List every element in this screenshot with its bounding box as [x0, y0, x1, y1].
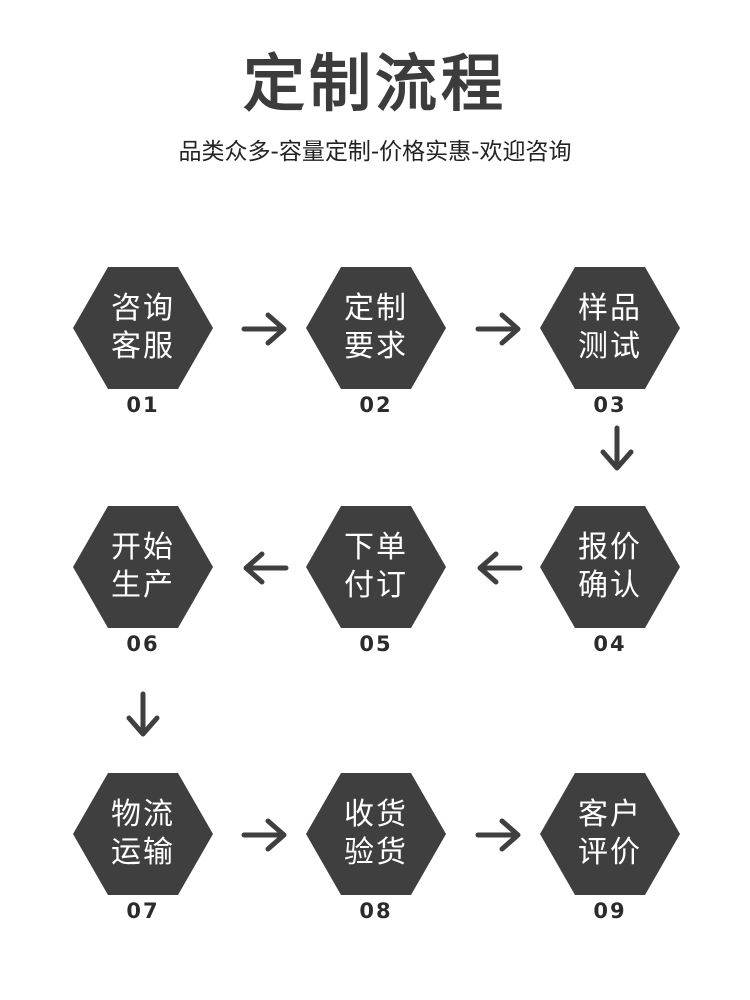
step-label-line1: 收货	[344, 797, 408, 832]
step-number: 02	[359, 393, 393, 417]
step-label-line2: 验货	[344, 835, 408, 870]
page-subtitle: 品类众多-容量定制-价格实惠-欢迎咨询	[178, 139, 572, 165]
arrow-right-icon	[475, 818, 521, 852]
step-number: 05	[359, 632, 393, 656]
step-number: 09	[593, 899, 627, 923]
step-label-line1: 样品	[578, 291, 642, 326]
step-label-line2: 生产	[111, 568, 175, 603]
step-number: 03	[593, 393, 627, 417]
arrow-down-icon	[126, 691, 160, 737]
arrow-right-icon	[241, 818, 287, 852]
step-label-line1: 报价	[578, 530, 642, 565]
step-number: 06	[126, 632, 160, 656]
step-number: 04	[593, 632, 627, 656]
step-label-line1: 物流	[111, 797, 175, 832]
step-label-line2: 运输	[111, 835, 175, 870]
step-label-line1: 咨询	[111, 291, 175, 326]
arrow-left-icon	[243, 551, 289, 585]
step-label-line2: 评价	[578, 835, 642, 870]
step-label-line1: 下单	[344, 530, 408, 565]
hexagon-badge	[306, 267, 446, 389]
step-label-line1: 客户	[578, 797, 642, 832]
step-label-line2: 付订	[344, 568, 408, 603]
step-label-line1: 定制	[344, 291, 408, 326]
hexagon-badge	[73, 267, 213, 389]
step-label-line2: 要求	[344, 329, 408, 364]
step-number: 08	[359, 899, 393, 923]
step-label-line2: 测试	[578, 329, 642, 364]
page-title: 定制流程	[242, 47, 507, 120]
step-number: 01	[126, 393, 160, 417]
step-label-line1: 开始	[111, 530, 175, 565]
step-label-line2: 确认	[578, 568, 642, 603]
arrow-left-icon	[477, 551, 523, 585]
step-label-line2: 客服	[111, 329, 175, 364]
arrow-right-icon	[241, 312, 287, 346]
arrow-down-icon	[600, 425, 634, 471]
arrow-right-icon	[475, 312, 521, 346]
step-number: 07	[126, 899, 160, 923]
